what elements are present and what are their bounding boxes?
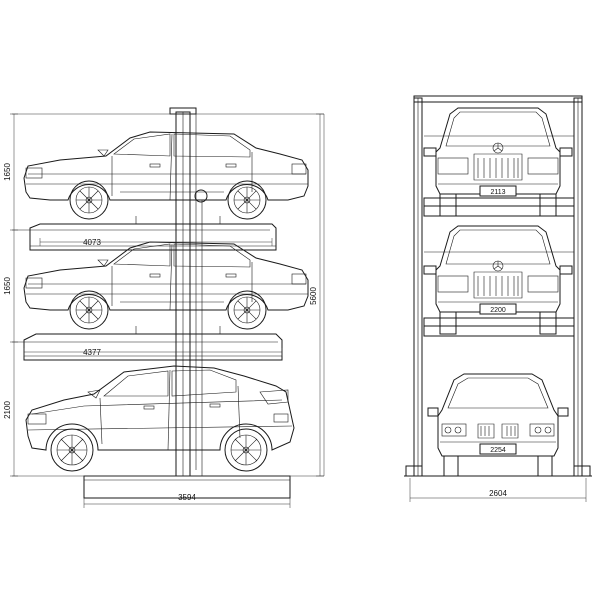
dim-level-height-top: 1650	[3, 163, 12, 181]
base-length-dimension: 3594	[83, 493, 291, 508]
total-width-dimension: 2604	[409, 478, 587, 502]
dim-platform-length-top: 4073	[83, 238, 101, 247]
plate-ground-level: 2254	[490, 447, 506, 454]
front-car-level-3: 2113	[423, 107, 573, 217]
dim-base-length: 3594	[178, 493, 196, 502]
total-height-dimension: 5600	[309, 113, 324, 477]
plate-level-3: 2113	[490, 189, 505, 196]
plate-level-2: 2200	[490, 307, 506, 314]
front-car-level-2: 2200	[423, 225, 573, 335]
car-ground-level	[25, 365, 295, 472]
side-view: 1650 1650 2100 5600 4073 4377 3594	[3, 107, 325, 508]
front-platform-level-2	[423, 251, 575, 337]
front-posts	[405, 95, 591, 477]
dim-total-width: 2604	[489, 489, 507, 498]
platform-length-dimension-top: 4073	[39, 238, 273, 247]
front-car-ground-level: 2254	[427, 373, 569, 477]
dim-platform-length-middle: 4377	[83, 348, 101, 357]
lift-column	[169, 107, 208, 477]
dim-level-height-ground: 2100	[3, 401, 12, 419]
dim-total-height: 5600	[309, 287, 318, 305]
car-level-3	[23, 131, 309, 220]
car-level-2	[23, 241, 309, 330]
platform-level-2	[12, 326, 283, 361]
dim-level-height-middle: 1650	[3, 277, 12, 295]
level-height-dimensions: 1650 1650 2100	[3, 113, 18, 477]
platform-level-3	[12, 216, 277, 251]
front-view: 2113 2200 2254 2604	[404, 95, 592, 502]
front-platform-level-3	[423, 135, 575, 217]
platform-length-dimension-middle: 4377	[23, 348, 283, 357]
